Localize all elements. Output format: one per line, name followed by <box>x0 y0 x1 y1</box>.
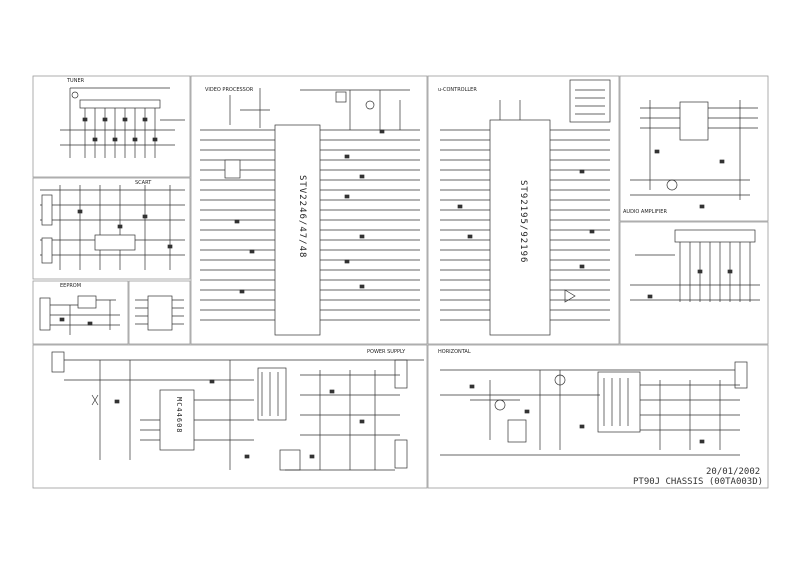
small-panel <box>128 280 191 345</box>
section-title-power-supply: POWER SUPPLY <box>367 349 406 355</box>
tuner-panel <box>32 75 191 178</box>
section-title-scart: SCART <box>135 180 152 186</box>
section-title-horizontal: HORIZONTAL <box>438 349 471 355</box>
scart-panel <box>32 177 191 280</box>
footer-date: 20/01/2002 <box>706 467 761 477</box>
horizontal-panel <box>427 344 769 489</box>
power-ic-label: MC44608 <box>175 397 183 434</box>
micro-ic-label: ST92195/92196 <box>518 180 528 264</box>
micro-panel <box>427 75 620 345</box>
video-panel <box>190 75 428 345</box>
section-title-u-controller: u-CONTROLLER <box>438 87 477 93</box>
power-panel <box>32 344 428 489</box>
footer-chassis: PT90J CHASSIS (00TA003D) <box>633 477 764 487</box>
video-ic-body <box>274 124 321 336</box>
section-title-video-processor: VIDEO PROCESSOR <box>205 87 254 93</box>
audio-panel <box>619 75 769 222</box>
micro-ic-body <box>489 119 551 336</box>
section-title-tuner: TUNER <box>67 78 85 84</box>
eeprom-panel <box>32 280 129 345</box>
section-title-audio-amplifier: AUDIO AMPLIFIER <box>623 209 667 215</box>
aux-panel <box>619 221 769 345</box>
section-title-eeprom: EEPROM <box>60 283 82 289</box>
video-ic-label: STV2246/47/48 <box>297 175 307 259</box>
